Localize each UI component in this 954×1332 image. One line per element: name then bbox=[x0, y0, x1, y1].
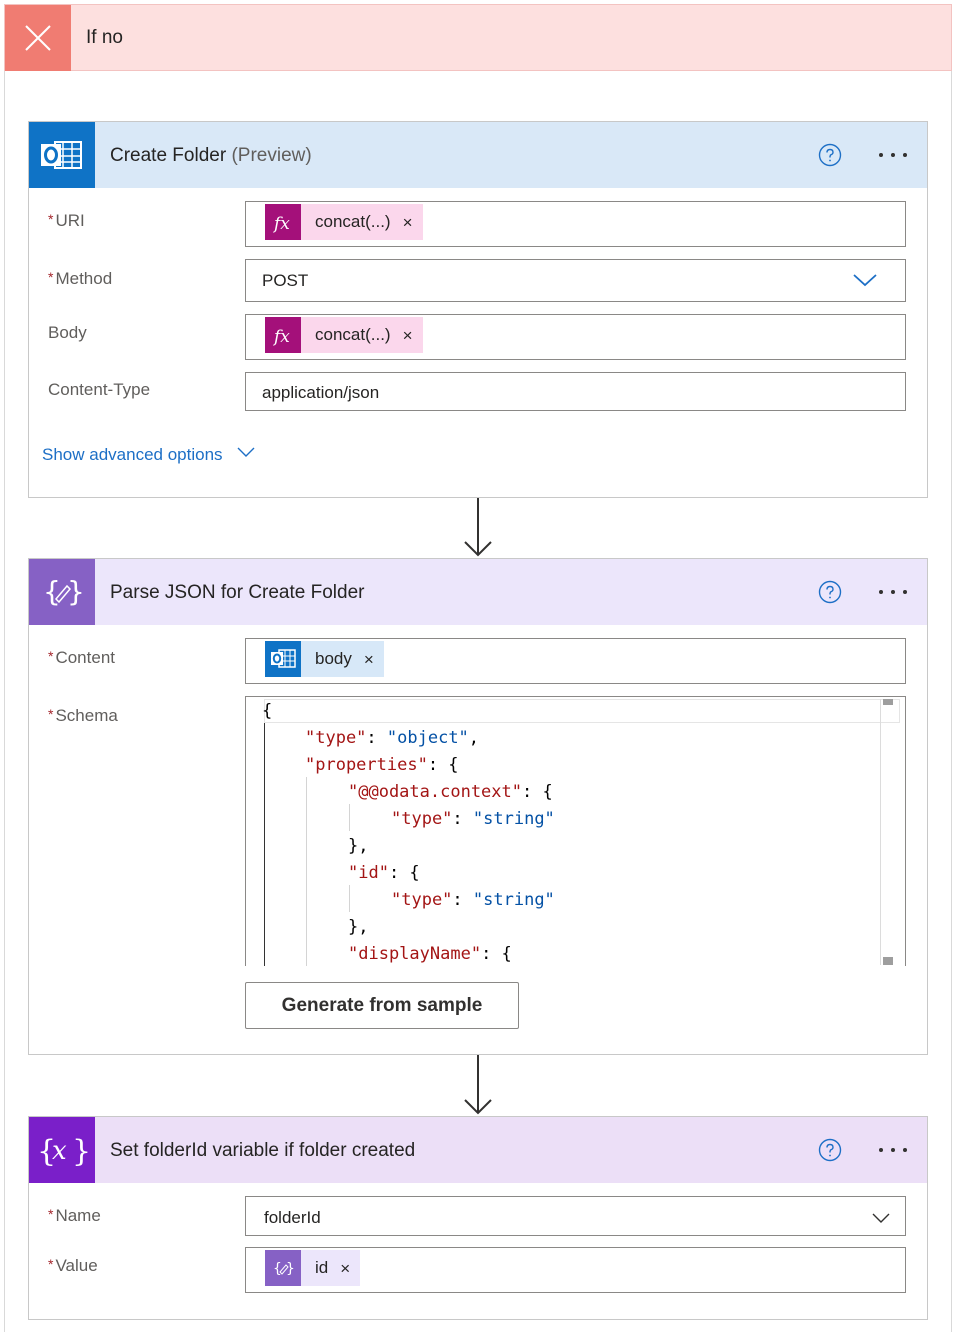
fx-icon: fx bbox=[265, 204, 301, 240]
set-variable-title: Set folderId variable if folder created bbox=[110, 1140, 416, 1161]
outlook-icon bbox=[29, 122, 95, 188]
parse-json-icon: { } bbox=[265, 1250, 301, 1286]
code-line: "type": "string" bbox=[391, 809, 555, 829]
create-folder-header[interactable]: Create Folder (Preview) bbox=[29, 122, 927, 188]
method-value: POST bbox=[262, 271, 309, 290]
value-label: *Value bbox=[48, 1256, 98, 1275]
more-ellipsis-icon[interactable] bbox=[875, 1148, 911, 1154]
fx-icon: fx bbox=[265, 317, 301, 353]
more-ellipsis-icon[interactable] bbox=[875, 590, 911, 596]
condition-branch-header[interactable]: If no bbox=[4, 4, 952, 71]
outlook-icon bbox=[265, 641, 301, 677]
more-ellipsis-icon[interactable] bbox=[875, 153, 911, 159]
parse-json-title: Parse JSON for Create Folder bbox=[110, 582, 365, 603]
uri-token-label: concat(...) bbox=[315, 212, 391, 231]
chevron-down-icon bbox=[237, 443, 255, 463]
current-line-highlight bbox=[264, 699, 900, 723]
uri-label: *URI bbox=[48, 211, 85, 230]
content-label: *Content bbox=[48, 648, 115, 667]
create-folder-title: Create Folder (Preview) bbox=[110, 145, 312, 166]
indent-guide bbox=[306, 777, 307, 966]
help-circle-icon[interactable] bbox=[818, 580, 842, 604]
svg-text:fx: fx bbox=[272, 214, 290, 234]
indent-guide bbox=[349, 804, 350, 831]
schema-label: *Schema bbox=[48, 706, 118, 725]
uri-field[interactable]: fx concat(...) × bbox=[245, 201, 906, 247]
body-dynamic-token[interactable]: body × bbox=[265, 641, 384, 677]
svg-text:}: } bbox=[286, 1261, 295, 1277]
editor-fold-guide bbox=[264, 723, 265, 966]
svg-text:fx: fx bbox=[272, 327, 290, 347]
code-line: "id": { bbox=[348, 863, 420, 883]
create-folder-card: Create Folder (Preview) *URI fx concat(.… bbox=[28, 121, 928, 498]
content-token-remove[interactable]: × bbox=[363, 650, 374, 669]
body-token-remove[interactable]: × bbox=[402, 326, 413, 345]
help-circle-icon[interactable] bbox=[818, 143, 842, 167]
variable-icon: { x } bbox=[29, 1117, 95, 1183]
method-label: *Method bbox=[48, 269, 113, 288]
uri-expression-token[interactable]: fx concat(...) × bbox=[265, 204, 423, 240]
name-dropdown[interactable]: folderId bbox=[245, 1196, 906, 1236]
body-expression-token[interactable]: fx concat(...) × bbox=[265, 317, 423, 353]
editor-scrollbar[interactable] bbox=[880, 699, 904, 965]
svg-text:}: } bbox=[67, 575, 85, 608]
parse-json-header[interactable]: { } Parse JSON for Create Folder bbox=[29, 559, 927, 625]
value-field[interactable]: { } id × bbox=[245, 1247, 906, 1293]
svg-text:{: { bbox=[43, 575, 61, 608]
body-field[interactable]: fx concat(...) × bbox=[245, 314, 906, 360]
parse-json-card: { } Parse JSON for Create Folder *Conten… bbox=[28, 558, 928, 1055]
value-token-label: id bbox=[315, 1258, 329, 1277]
set-variable-card: { x } Set folderId variable if folder cr… bbox=[28, 1116, 928, 1320]
arrow-down-icon bbox=[462, 498, 494, 558]
schema-code-editor[interactable]: { "type": "object", "properties": { "@@o… bbox=[245, 696, 906, 966]
svg-text:{: { bbox=[37, 1134, 56, 1169]
arrow-down-icon bbox=[462, 1055, 494, 1115]
body-token-label: concat(...) bbox=[315, 325, 391, 344]
svg-text:}: } bbox=[72, 1134, 91, 1169]
uri-token-remove[interactable]: × bbox=[402, 213, 413, 232]
generate-from-sample-button[interactable]: Generate from sample bbox=[245, 982, 519, 1029]
content-field[interactable]: body × bbox=[245, 638, 906, 684]
body-label: Body bbox=[48, 323, 87, 342]
condition-branch-title: If no bbox=[86, 27, 123, 48]
set-variable-header[interactable]: { x } Set folderId variable if folder cr… bbox=[29, 1117, 927, 1183]
help-circle-icon[interactable] bbox=[818, 1138, 842, 1162]
id-dynamic-token[interactable]: { } id × bbox=[265, 1250, 361, 1286]
content-type-label: Content-Type bbox=[48, 380, 151, 399]
value-token-remove[interactable]: × bbox=[340, 1259, 351, 1278]
svg-text:x: x bbox=[52, 1136, 67, 1166]
code-line: "@@odata.context": { bbox=[348, 782, 553, 802]
scrollbar-thumb[interactable] bbox=[883, 957, 893, 965]
code-line: "displayName": { bbox=[348, 944, 512, 964]
code-line: }, bbox=[348, 836, 369, 856]
close-x-icon bbox=[5, 5, 71, 71]
svg-text:{: { bbox=[273, 1261, 282, 1277]
scrollbar-thumb[interactable] bbox=[883, 699, 893, 705]
code-line: "type": "string" bbox=[391, 890, 555, 910]
show-advanced-options-link[interactable]: Show advanced options bbox=[42, 443, 255, 465]
method-dropdown[interactable]: POST bbox=[245, 259, 906, 302]
code-line: "properties": { bbox=[305, 755, 459, 775]
code-line: "type": "object", bbox=[305, 728, 480, 748]
chevron-down-icon bbox=[852, 272, 878, 293]
content-type-field[interactable]: application/json bbox=[245, 372, 906, 411]
chevron-down-icon bbox=[872, 1211, 890, 1229]
indent-guide bbox=[349, 885, 350, 912]
code-line: { bbox=[262, 701, 273, 721]
name-label: *Name bbox=[48, 1206, 101, 1225]
content-token-label: body bbox=[315, 649, 352, 668]
code-line: }, bbox=[348, 917, 369, 937]
content-type-value: application/json bbox=[262, 383, 380, 402]
name-value: folderId bbox=[264, 1208, 321, 1227]
parse-json-icon: { } bbox=[29, 559, 95, 625]
